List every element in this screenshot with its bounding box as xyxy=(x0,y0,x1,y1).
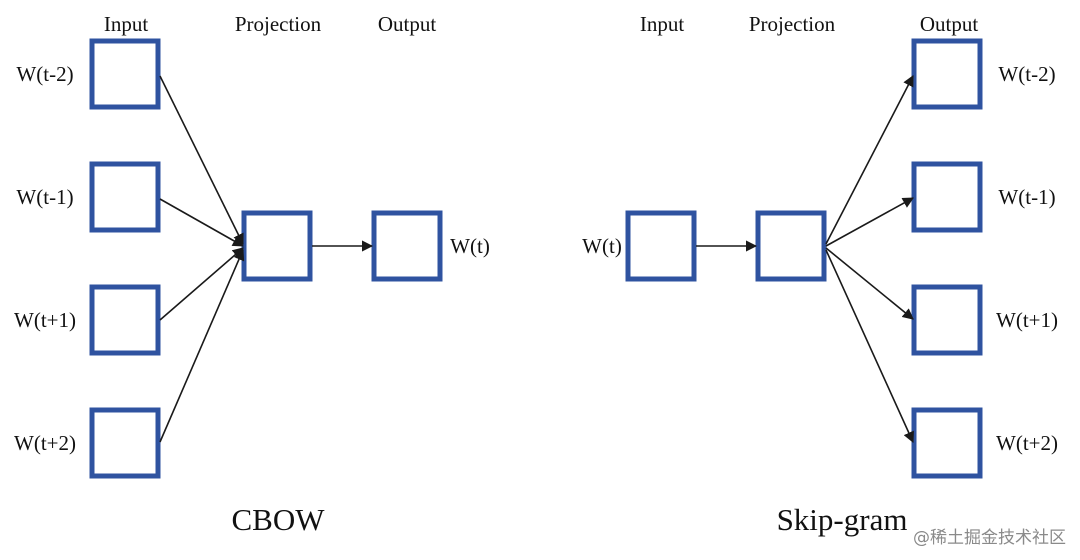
skipgram-arrow-output-2 xyxy=(825,197,914,247)
skipgram-output-box-2 xyxy=(911,161,983,233)
cbow-input-label-3: W(t+1) xyxy=(14,308,76,332)
skipgram-input-label: W(t) xyxy=(582,234,622,258)
skipgram-diagram: Input Projection Output W(t) W(t-2) W(t-… xyxy=(582,12,1058,537)
cbow-input-box-1 xyxy=(89,38,161,110)
cbow-projection-box xyxy=(241,210,313,282)
cbow-arrow-input-3 xyxy=(159,247,244,321)
cbow-input-label-1: W(t-2) xyxy=(16,62,73,86)
skipgram-title: Skip-gram xyxy=(777,502,908,537)
skipgram-arrow-output-4 xyxy=(825,249,914,444)
skipgram-output-label-2: W(t-1) xyxy=(998,185,1055,209)
skipgram-arrow-output-1 xyxy=(825,75,914,245)
cbow-header-projection: Projection xyxy=(235,12,322,36)
skipgram-arrow-output-3 xyxy=(825,247,914,320)
skipgram-output-label-3: W(t+1) xyxy=(996,308,1058,332)
cbow-header-input: Input xyxy=(104,12,148,36)
skipgram-header-projection: Projection xyxy=(749,12,836,36)
cbow-input-label-4: W(t+2) xyxy=(14,431,76,455)
skipgram-output-box-3 xyxy=(911,284,983,356)
cbow-title: CBOW xyxy=(232,502,326,537)
cbow-arrow-input-4 xyxy=(159,248,245,443)
cbow-diagram: Input Projection Output W(t-2) W(t-1) W(… xyxy=(14,12,490,537)
skipgram-output-label-4: W(t+2) xyxy=(996,431,1058,455)
cbow-input-label-2: W(t-1) xyxy=(16,185,73,209)
cbow-input-box-2 xyxy=(89,161,161,233)
skipgram-header-input: Input xyxy=(640,12,684,36)
skipgram-output-label-1: W(t-2) xyxy=(998,62,1055,86)
cbow-arrow-input-1 xyxy=(159,75,244,246)
skipgram-header-output: Output xyxy=(920,12,979,36)
skipgram-projection-box xyxy=(755,210,827,282)
skipgram-output-box-4 xyxy=(911,407,983,479)
skipgram-output-box-1 xyxy=(911,38,983,110)
watermark-text: @稀土掘金技术社区 xyxy=(913,528,1066,548)
skipgram-input-box xyxy=(625,210,697,282)
cbow-output-box xyxy=(371,210,443,282)
cbow-header-output: Output xyxy=(378,12,437,36)
cbow-arrow-input-2 xyxy=(159,198,244,247)
cbow-output-label: W(t) xyxy=(450,234,490,258)
cbow-input-box-4 xyxy=(89,407,161,479)
cbow-input-box-3 xyxy=(89,284,161,356)
